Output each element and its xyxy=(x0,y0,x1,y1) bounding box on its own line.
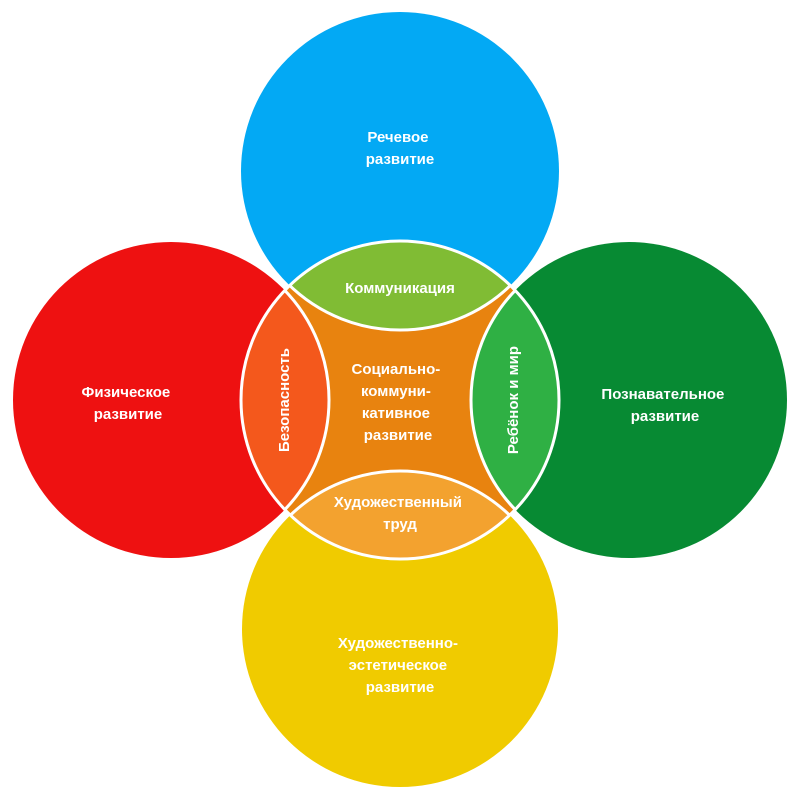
physical-development-circle xyxy=(13,242,329,558)
labor-lens-outline xyxy=(241,469,559,559)
labor-label: Художественный труд xyxy=(334,494,466,533)
speech-development-label: Речевое развитие xyxy=(366,129,435,168)
world-label: Ребёнок и мир xyxy=(505,346,522,454)
cognitive-development-label: Познавательное развитие xyxy=(601,386,728,425)
label-line: Социально- xyxy=(352,361,441,378)
label-line: Коммуникация xyxy=(345,280,455,297)
label-line: развитие xyxy=(366,151,435,168)
physical-development-label: Физическое развитие xyxy=(82,384,175,423)
label-line: Художественный xyxy=(334,494,462,511)
speech-development-circle xyxy=(241,12,559,330)
label-line: Познавательное xyxy=(601,386,724,403)
label-line: Безопасность xyxy=(276,348,293,452)
communication-label: Коммуникация xyxy=(345,280,455,297)
cognitive-development-circle xyxy=(471,242,787,558)
label-line: Художественно- xyxy=(338,635,458,652)
label-line: коммуни- xyxy=(361,383,431,400)
center-circle-outline xyxy=(239,239,561,561)
social-communicative-center xyxy=(241,241,559,559)
label-line: эстетическое xyxy=(349,657,448,674)
safety-label: Безопасность xyxy=(276,348,293,452)
label-line: развитие xyxy=(94,406,163,423)
social-communicative-label: Социально- коммуни- кативное развитие xyxy=(352,361,445,444)
label-line: кативное xyxy=(362,405,430,422)
label-line: Речевое xyxy=(367,129,428,146)
artistic-development-circle xyxy=(242,471,558,787)
label-line: развитие xyxy=(364,427,433,444)
safety-lens-outline xyxy=(241,241,331,559)
label-line: Физическое xyxy=(82,384,171,401)
artistic-development-label: Художественно- эстетическое развитие xyxy=(338,635,462,696)
communication-lens-outline xyxy=(241,241,559,332)
label-line: Ребёнок и мир xyxy=(505,346,522,454)
world-lens-outline xyxy=(469,241,559,559)
label-line: развитие xyxy=(366,679,435,696)
label-line: развитие xyxy=(631,408,700,425)
label-line: труд xyxy=(383,516,417,533)
